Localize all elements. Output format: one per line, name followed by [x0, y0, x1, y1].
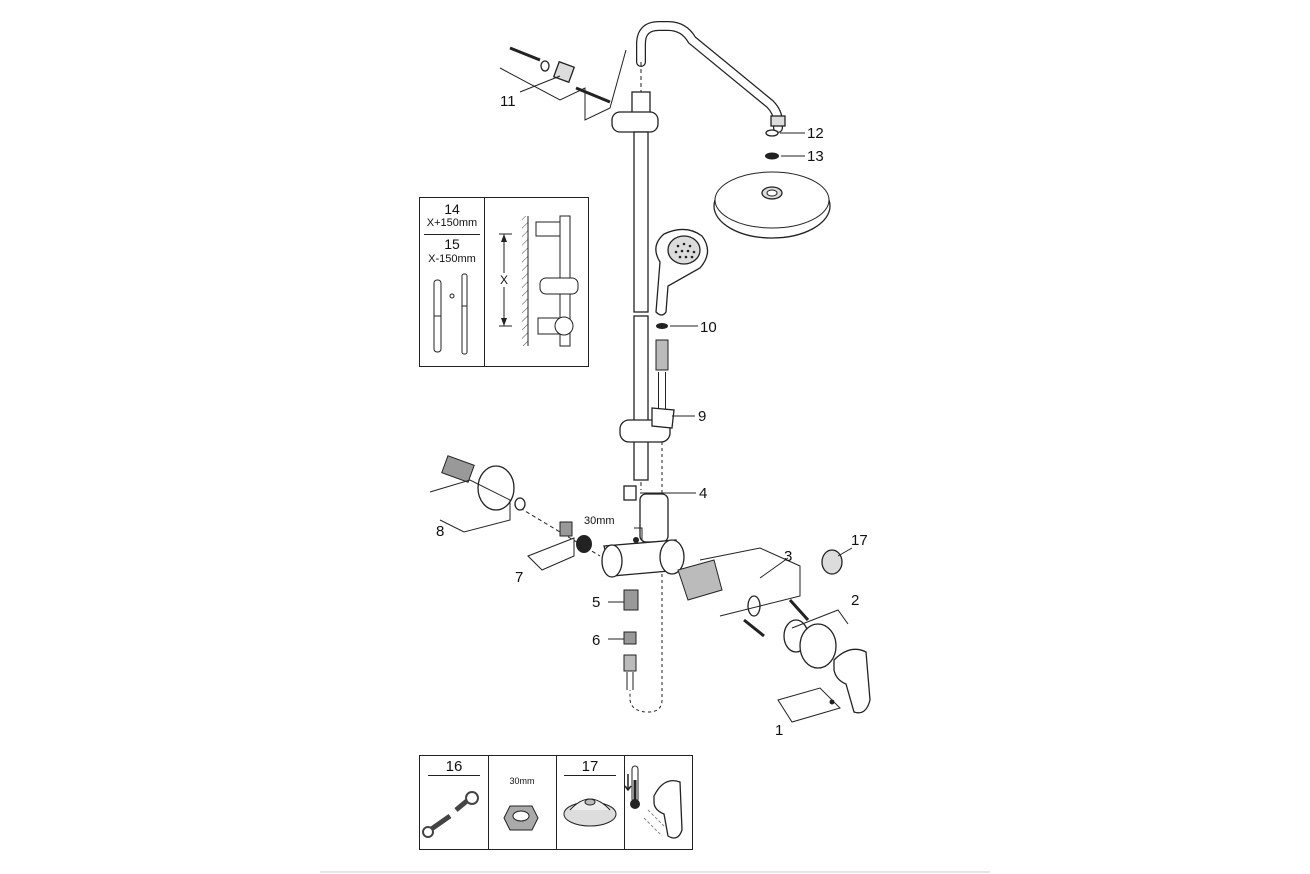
- shower-hose: [623, 339, 669, 713]
- dimension-x-label: X: [500, 273, 509, 287]
- thermometer-handle-icon: [624, 765, 683, 839]
- wall-fixing-set: [499, 46, 627, 121]
- escutcheon-2: [783, 609, 849, 669]
- inset-item-14: 14: [444, 201, 460, 217]
- check-valve-5: [608, 589, 639, 611]
- thermostat-body: [601, 493, 685, 578]
- callout-7: 7: [515, 569, 523, 586]
- callout-6: 6: [592, 632, 600, 649]
- callout-11: 11: [500, 93, 516, 110]
- rail-wall-mount-drawing: [499, 215, 579, 347]
- callout-17: 17: [851, 532, 868, 549]
- overhead-shower-head: [713, 171, 831, 239]
- tools-col-16-size: 30mm: [509, 776, 535, 786]
- lever-handle-1: [777, 648, 871, 723]
- seal-13: [765, 152, 805, 160]
- callout-9: 9: [698, 408, 706, 425]
- nut-6: [608, 631, 637, 645]
- inset-item-14-size: X+150mm: [426, 217, 478, 229]
- cartridge-3: [677, 547, 810, 638]
- seal-12: [765, 129, 805, 137]
- tools-col-nut: 30mm: [488, 756, 557, 849]
- shower-arm: [636, 21, 786, 133]
- nut-size-label: 30mm: [584, 515, 615, 527]
- wrench-icon: [422, 791, 479, 838]
- callout-1: 1: [775, 722, 783, 739]
- callout-4: 4: [699, 485, 707, 502]
- tools-table: 16 30mm 17: [419, 755, 693, 850]
- callout-13: 13: [807, 148, 824, 165]
- cover-cap-icon: [563, 798, 617, 827]
- hand-shower: [655, 228, 709, 329]
- tools-col-17-header: 17: [564, 758, 616, 776]
- inset-item-15-size: X-150mm: [428, 253, 476, 265]
- callout-2: 2: [851, 592, 859, 609]
- cover-cap-17: [821, 547, 853, 575]
- union-7: [519, 507, 601, 571]
- tools-col-16-wrench: 16: [420, 756, 489, 849]
- slide-bar-holder: [619, 407, 695, 443]
- tools-col-temperature: [624, 756, 692, 849]
- rail-length-inset: 14 X+150mm 15 X-150mm X: [419, 197, 589, 367]
- callout-3: 3: [784, 548, 792, 565]
- callout-5: 5: [592, 594, 600, 611]
- callout-10: 10: [700, 319, 717, 336]
- callout-12: 12: [807, 125, 824, 142]
- tools-col-17-cap: 17: [556, 756, 625, 849]
- callout-8: 8: [436, 523, 444, 540]
- wall-connector-8: [429, 455, 526, 533]
- tools-col-16-header: 16: [428, 758, 480, 776]
- inset-item-15: 15: [444, 236, 460, 252]
- nut-icon: [503, 805, 539, 831]
- rail-pieces: [433, 273, 468, 355]
